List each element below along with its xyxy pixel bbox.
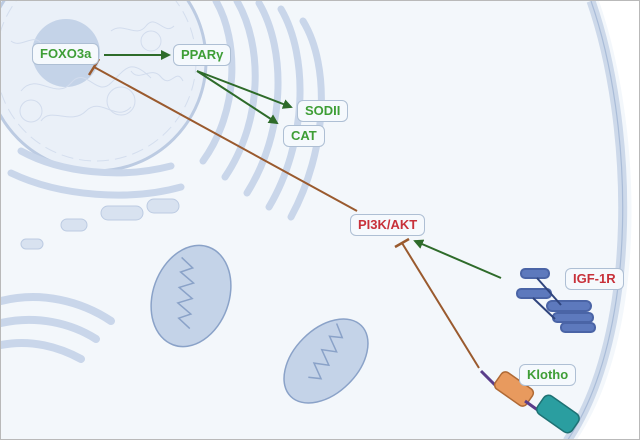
arrow-ppary-sodii (196, 70, 293, 109)
node-cat: CAT (283, 125, 325, 147)
mitochondrion-2 (283, 318, 369, 404)
klotho-protein (479, 369, 580, 434)
extracellular-space (577, 1, 639, 439)
arrow-igf1r-pi3kakt (413, 239, 502, 279)
node-foxo3a: FOXO3a (32, 43, 100, 65)
mitochondrion-1 (150, 244, 232, 348)
inhibit-klotho-pi3kakt (394, 237, 480, 369)
node-klotho: Klotho (519, 364, 577, 386)
cell-membrane-edge (567, 1, 624, 439)
node-sodii: SODII (297, 100, 349, 122)
node-pi3k-akt: PI3K/AKT (350, 214, 426, 236)
golgi-apparatus (1, 293, 115, 363)
node-igf1r: IGF-1R (565, 268, 624, 290)
igf1r-receptor (516, 268, 596, 333)
arrow-ppary-cat (196, 70, 279, 125)
vesicles (20, 198, 180, 250)
node-ppary: PPARγ (173, 44, 232, 66)
